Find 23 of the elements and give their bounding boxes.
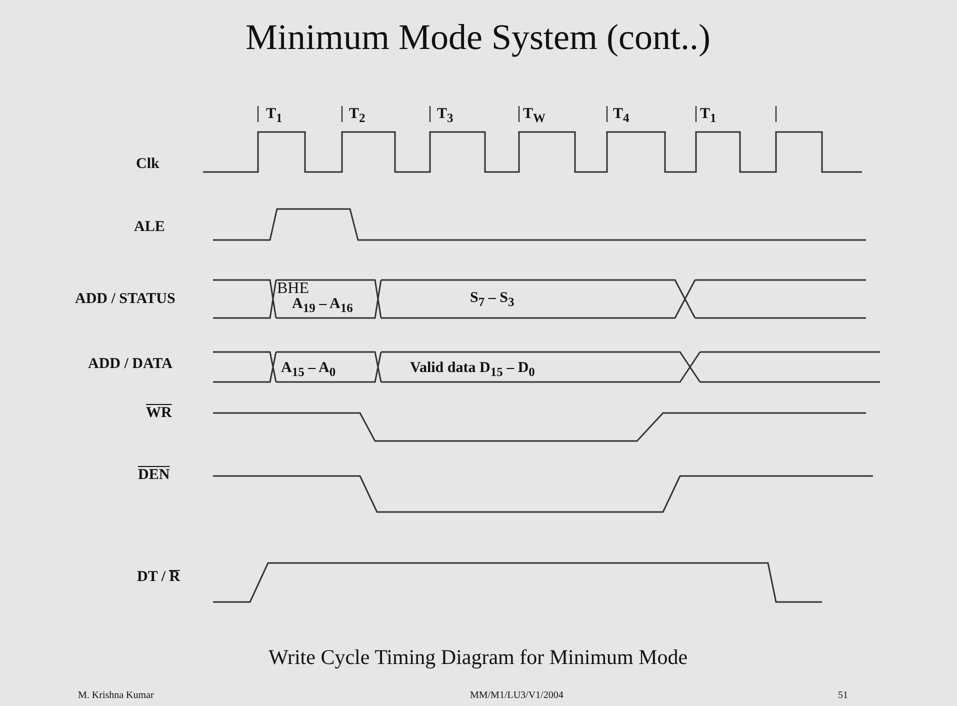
signal-name: ADD / STATUS — [75, 291, 176, 308]
bus-value-text: A$_{19}$ – A$_{16}$ — [292, 296, 353, 316]
bus-value-text: A$_{15}$ – A$_{0}$ — [281, 360, 336, 380]
signal-name: DT / R — [137, 569, 180, 586]
bus-value-text: S$_{7}$ – S$_{3}$ — [470, 290, 514, 310]
signal-name: WR — [146, 405, 172, 422]
footer-text: MM/M1/LU3/V1/2004 — [470, 690, 564, 701]
signal-name: ALE — [134, 219, 165, 236]
signal-name: Clk — [136, 156, 160, 172]
period-label: T$_{1}$ — [700, 106, 716, 126]
bus-value-text: Valid data D$_{15}$ – D$_{0}$ — [410, 360, 535, 380]
signal-name: DEN — [138, 467, 170, 484]
period-label: T$_{4}$ — [613, 106, 630, 126]
period-label: T$_{1}$ — [266, 106, 282, 126]
page-number: 51 — [838, 690, 848, 701]
period-label: T$_{2}$ — [349, 106, 366, 126]
slide-title: Minimum Mode System (cont..) — [246, 18, 710, 58]
signal-name: ADD / DATA — [88, 356, 172, 372]
bus-value-text: BHE — [277, 280, 309, 298]
footer-text: M. Krishna Kumar — [78, 690, 154, 701]
period-label: T$_{W}$ — [523, 106, 546, 126]
diagram-caption: Write Cycle Timing Diagram for Minimum Mode — [268, 646, 688, 670]
period-label: T$_{3}$ — [437, 106, 454, 126]
